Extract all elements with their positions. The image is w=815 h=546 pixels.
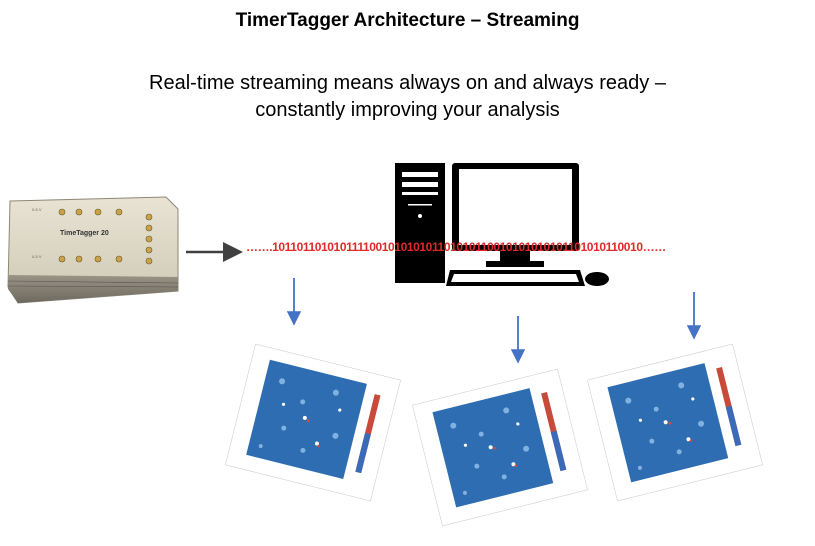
timetagger-device-image: 0-5 V 0-5 V <box>7 196 179 304</box>
heatmap-plot-image <box>587 343 763 502</box>
svg-text:0-5 V: 0-5 V <box>32 254 42 259</box>
timetagger-device: 0-5 V 0-5 V TimeTagger 20 <box>6 195 180 307</box>
page-title: TimerTagger Architecture – Streaming <box>235 10 580 31</box>
device-label: TimeTagger 20 <box>60 230 109 237</box>
analysis-plot-2 <box>412 368 588 527</box>
heatmap-plot-image <box>225 343 401 502</box>
subtitle-line-2: constantly improving your analysis <box>255 99 560 121</box>
svg-text:0-5 V: 0-5 V <box>32 207 42 212</box>
computer-icon <box>395 163 609 286</box>
heatmap-plot-image <box>412 368 588 527</box>
data-stream-bits: …….1011011010101111001010101011010101100… <box>246 240 666 254</box>
subtitle: Real-time streaming means always on and … <box>0 70 815 124</box>
subtitle-line-1: Real-time streaming means always on and … <box>149 72 666 94</box>
analysis-plot-3 <box>587 343 763 502</box>
computer <box>390 158 615 293</box>
analysis-plot-1 <box>225 343 401 502</box>
